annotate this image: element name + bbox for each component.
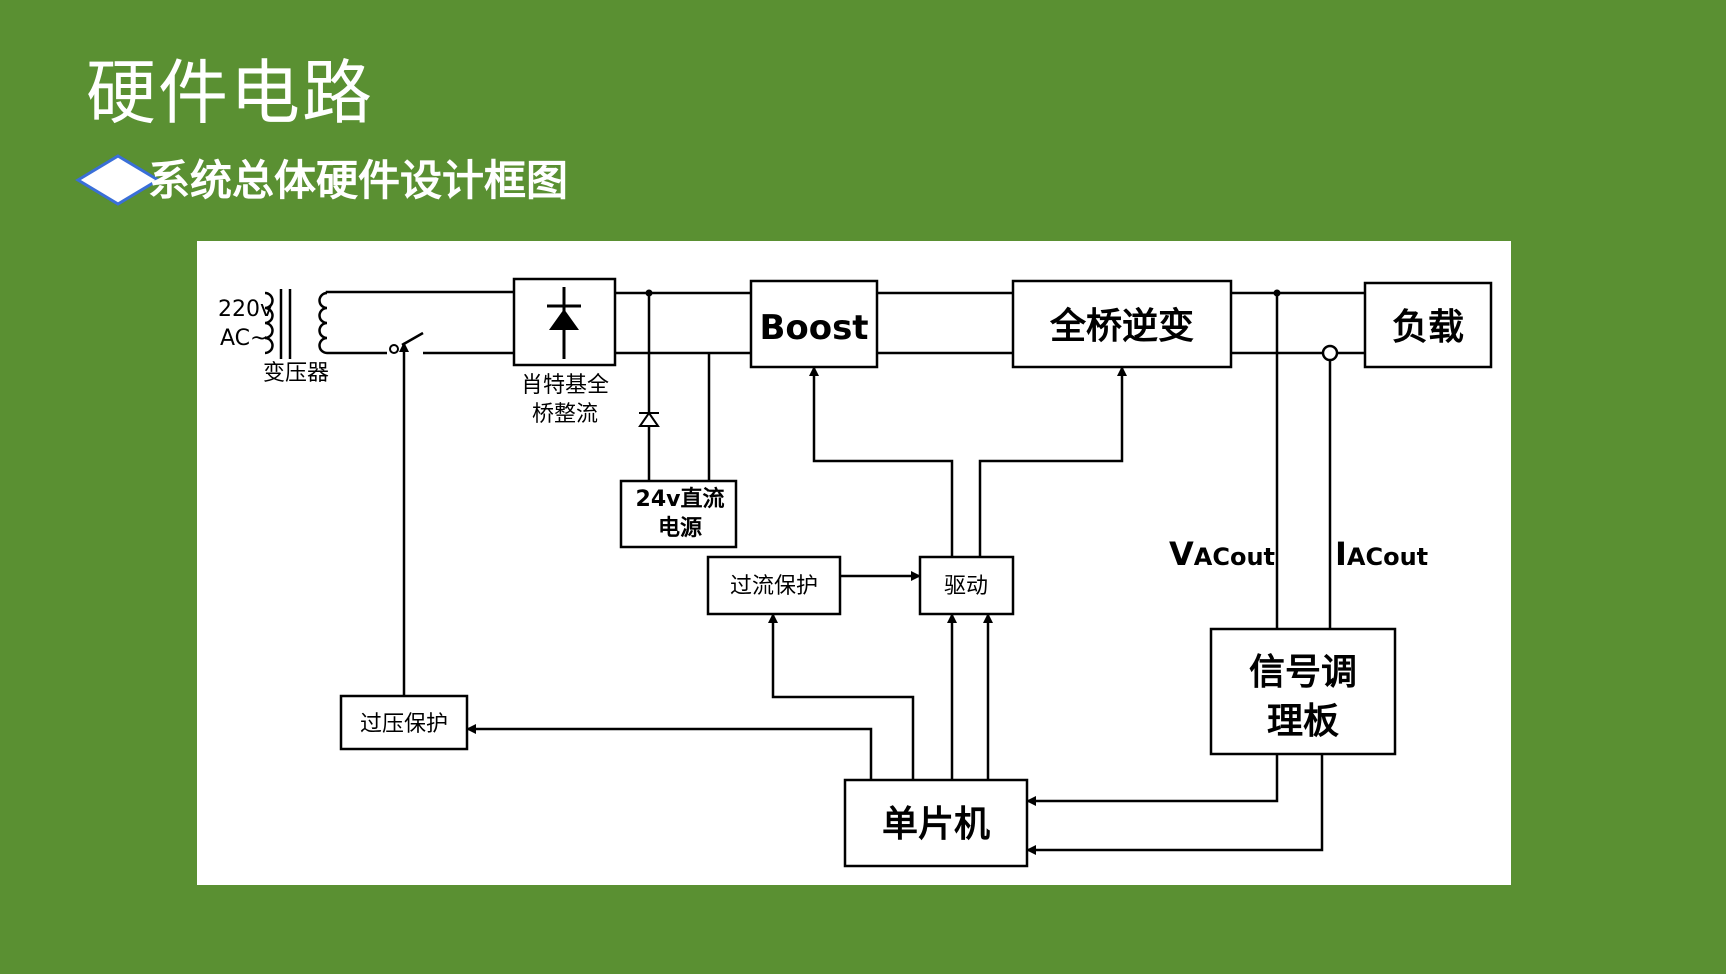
rectifier-diode-triangle [549,309,579,330]
switch-contact-icon [389,344,399,354]
wire-conditioning-to-mcu-1 [1026,754,1279,806]
hardware-block-diagram: 220v AC~ 变压器 肖特基全 桥整流 Boost 全桥逆变 负载 24v直… [197,241,1511,885]
overvoltage-label: 过压保护 [360,712,448,737]
block-diagram-svg: 220v AC~ 变压器 肖特基全 桥整流 Boost 全桥逆变 负载 24v直… [218,277,1493,868]
transformer-secondary-coil [318,291,328,355]
wire-driver-to-boost [809,366,954,557]
conditioning-label-1: 信号调 [1249,652,1357,693]
inverter-label: 全桥逆变 [1049,305,1194,347]
vac-out-sub: ACout [1194,543,1275,571]
driver-label: 驱动 [944,574,988,599]
iac-out-label: IACout [1335,535,1428,573]
dc-supply-label-1: 24v直流 [636,486,725,512]
overcurrent-label: 过流保护 [730,574,818,599]
transformer-label: 变压器 [263,361,329,386]
iac-out-main: I [1335,535,1347,573]
current-sensor-icon [1321,344,1339,362]
wire-driver-to-inverter [978,366,1127,557]
vac-out-label: VACout [1169,535,1275,573]
load-box [1363,281,1493,369]
mcu-box [843,778,1029,868]
mcu-label: 单片机 [882,804,990,845]
rectifier-label-2: 桥整流 [532,402,598,427]
boost-label: Boost [759,308,868,348]
page-title: 硬件电路 [86,52,374,134]
wire-conditioning-to-mcu-2 [1026,754,1324,855]
conditioning-box [1209,627,1397,756]
diamond-bullet-icon [75,154,161,206]
section-subtitle: 系统总体硬件设计框图 [148,156,569,205]
wire-mcu-to-overvoltage [466,724,873,780]
rectifier-box [512,277,617,367]
dc-supply-box [619,479,738,549]
junction-dot [645,289,653,297]
rectifier-label-1: 肖特基全 [521,373,609,398]
junction-dot [1273,289,1281,297]
dc-tap-diode-icon [638,411,660,427]
wire-top-rail-1 [325,290,514,294]
source-voltage-label: 220v [218,297,273,322]
source-ac-label: AC~ [220,326,268,351]
wire-mcu-to-overcurrent [768,613,915,780]
iac-out-sub: ACout [1347,543,1428,571]
driver-box [918,555,1015,616]
vac-out-main: V [1169,535,1194,573]
transformer-primary-coil [264,291,274,355]
load-label: 负载 [1392,307,1464,348]
conditioning-label-2: 理板 [1267,701,1339,742]
dc-supply-label-2: 电源 [658,516,702,541]
